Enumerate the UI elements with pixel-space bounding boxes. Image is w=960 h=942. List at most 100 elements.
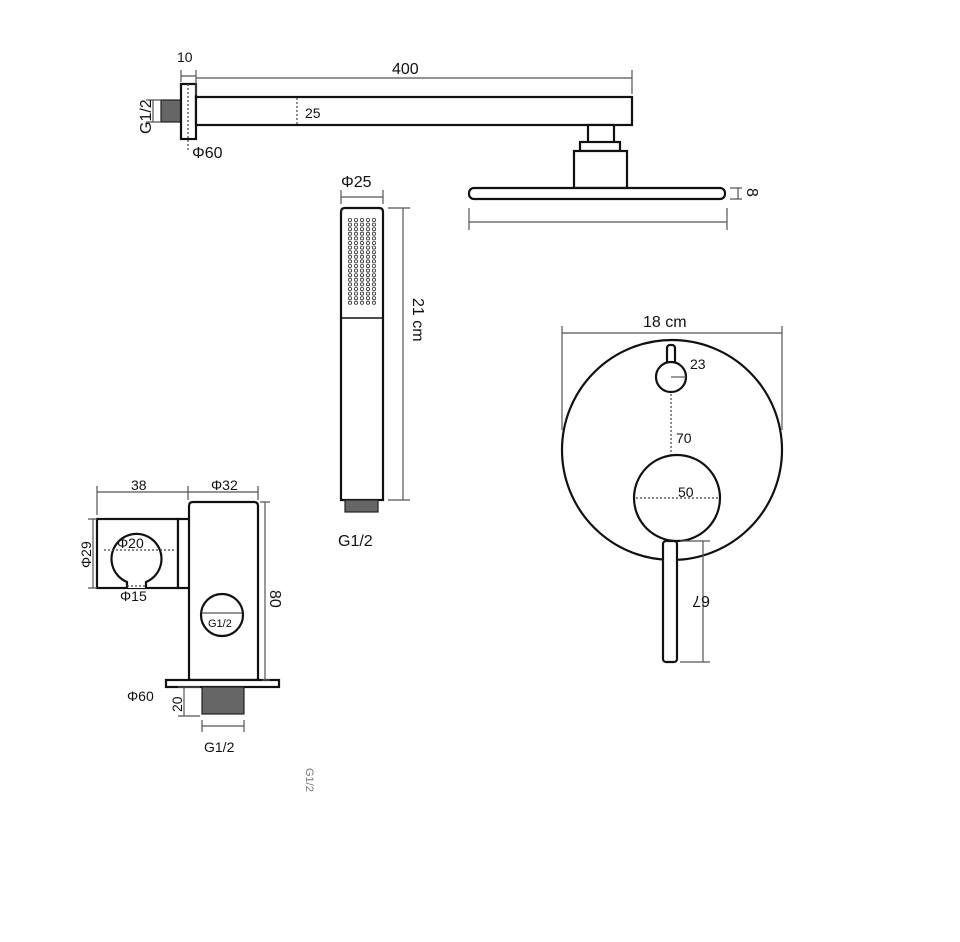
spray-hole <box>347 273 352 278</box>
arm-height-label: 25 <box>305 105 321 121</box>
spray-hole <box>365 222 370 227</box>
spray-hole <box>371 254 376 259</box>
spray-hole <box>359 245 364 250</box>
wall-holder: Φ20 Φ15 G1/2 38 Φ32 Φ29 80 Φ60 20 G1/2 G… <box>78 477 315 792</box>
spray-hole <box>359 250 364 255</box>
outlet-thread-label: G1/2 <box>208 618 232 630</box>
spray-hole <box>347 259 352 264</box>
spray-hole <box>347 240 352 245</box>
spray-hole <box>371 222 376 227</box>
spray-hole <box>353 277 358 282</box>
spray-hole <box>353 231 358 236</box>
lever <box>661 539 679 664</box>
spray-hole <box>347 263 352 268</box>
arm-bar <box>194 95 634 127</box>
arm-thread <box>160 99 182 123</box>
spray-hole <box>359 286 364 291</box>
spray-hole <box>347 245 352 250</box>
spray-hole <box>365 273 370 278</box>
spray-hole <box>359 227 364 232</box>
holder-thread <box>201 686 245 715</box>
spray-hole <box>371 291 376 296</box>
flange-diameter-label: Φ60 <box>192 145 223 162</box>
spray-hole <box>365 240 370 245</box>
spray-hole <box>371 245 376 250</box>
spray-hole <box>371 300 376 305</box>
hand-shower-length-label: 21 cm <box>409 298 426 342</box>
cropped-label: G1/2 <box>303 768 315 792</box>
spray-hole <box>365 254 370 259</box>
spray-hole <box>365 282 370 287</box>
spray-hole <box>359 263 364 268</box>
spray-hole <box>365 259 370 264</box>
spray-hole <box>371 268 376 273</box>
spray-hole <box>359 291 364 296</box>
mixer: 18 cm 23 70 50 67 <box>560 314 784 664</box>
spray-hole <box>353 300 358 305</box>
spray-hole <box>353 263 358 268</box>
holder-flange-diameter-label: Φ60 <box>127 688 154 704</box>
spray-hole <box>347 254 352 259</box>
spray-hole <box>359 231 364 236</box>
spray-hole <box>371 296 376 301</box>
spray-hole <box>353 282 358 287</box>
spray-hole <box>353 227 358 232</box>
spray-hole <box>365 227 370 232</box>
spray-hole <box>359 282 364 287</box>
spray-hole <box>353 291 358 296</box>
lever-length-label: 67 <box>692 592 710 609</box>
spray-hole <box>371 240 376 245</box>
spray-hole <box>353 259 358 264</box>
spray-hole <box>365 277 370 282</box>
thread-length-label: 20 <box>169 696 185 712</box>
arm-length-label: 400 <box>392 61 419 78</box>
spray-hole <box>347 291 352 296</box>
spray-hole <box>353 250 358 255</box>
spray-hole <box>359 273 364 278</box>
spray-hole <box>365 268 370 273</box>
spray-hole <box>359 259 364 264</box>
spray-hole <box>365 263 370 268</box>
spray-hole <box>347 231 352 236</box>
outlet <box>199 592 245 638</box>
spray-hole <box>353 236 358 241</box>
spray-hole <box>365 291 370 296</box>
spray-hole <box>365 296 370 301</box>
spray-hole <box>353 273 358 278</box>
spray-hole <box>365 236 370 241</box>
spray-hole <box>359 296 364 301</box>
spray-hole <box>353 254 358 259</box>
spray-hole <box>353 296 358 301</box>
spray-hole <box>371 231 376 236</box>
spray-hole <box>347 222 352 227</box>
arm-thread-label: G1/2 <box>138 99 155 134</box>
mixer-diameter-label: 18 cm <box>643 314 687 331</box>
spray-hole <box>347 286 352 291</box>
spray-hole <box>353 245 358 250</box>
knob-distance-label: 70 <box>676 430 692 446</box>
spray-hole <box>353 286 358 291</box>
spray-hole <box>359 240 364 245</box>
body-diameter-label: Φ32 <box>211 477 238 493</box>
spray-hole <box>365 245 370 250</box>
spray-hole <box>371 250 376 255</box>
spray-hole <box>353 268 358 273</box>
spray-hole <box>347 250 352 255</box>
spray-hole <box>347 227 352 232</box>
spray-hole <box>371 273 376 278</box>
head-thickness-label: 8 <box>743 188 760 197</box>
spray-holes <box>347 217 376 305</box>
hand-shower-diameter-label: Φ25 <box>341 174 372 191</box>
spray-hole <box>359 222 364 227</box>
flange-thickness-label: 10 <box>177 49 193 65</box>
spray-hole <box>359 254 364 259</box>
spray-hole <box>347 282 352 287</box>
spray-hole <box>371 217 376 222</box>
inlet-thread-label: G1/2 <box>204 739 235 755</box>
spray-hole <box>359 236 364 241</box>
knob-diameter-label: 23 <box>690 356 706 372</box>
spray-hole <box>347 217 352 222</box>
spray-hole <box>353 222 358 227</box>
spray-hole <box>347 300 352 305</box>
